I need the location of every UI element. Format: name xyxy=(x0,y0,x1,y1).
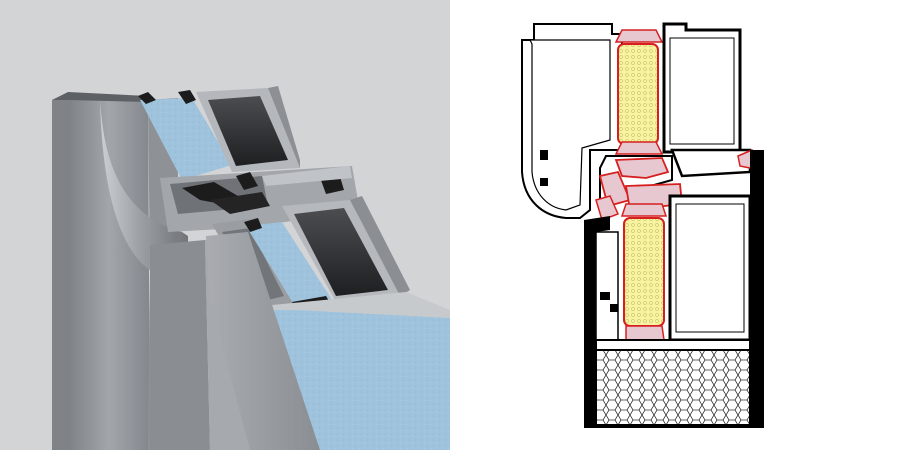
upper-right-cavity xyxy=(669,37,735,145)
thermal-break-upper xyxy=(614,157,670,179)
transom-gasket-2 xyxy=(210,192,270,214)
render-panel xyxy=(0,0,450,450)
frame-post xyxy=(150,240,210,450)
frame-front-face xyxy=(68,96,150,450)
lower-gasket-top xyxy=(620,203,668,217)
lower-left-cavity xyxy=(595,231,619,341)
frame-left-edge xyxy=(52,96,68,450)
lower-insulation-core xyxy=(623,217,665,327)
cutaway-render xyxy=(0,0,450,450)
sash-notch-1 xyxy=(600,292,610,300)
upper-profile-side xyxy=(268,86,300,168)
lower-gasket-bottom xyxy=(625,325,665,341)
upper-gasket-left xyxy=(138,92,156,104)
frame-top-cut xyxy=(52,92,148,102)
transom-right-post xyxy=(750,150,764,190)
upper-profile-cavity xyxy=(208,96,288,166)
bottom-edge xyxy=(584,424,764,428)
honeycomb-core xyxy=(595,349,751,427)
upper-gasket-right xyxy=(178,90,196,104)
transom-top-face xyxy=(262,166,352,186)
lower-right-profile-side xyxy=(350,196,410,296)
upper-gasket-top xyxy=(614,29,664,43)
outer-frame-inner-wall xyxy=(529,39,611,211)
cross-section-drawing xyxy=(450,0,900,450)
upper-gasket-bottom xyxy=(614,141,664,155)
frame-notch-2 xyxy=(540,178,548,186)
upper-insulation-panel xyxy=(140,98,232,180)
transom-right xyxy=(670,148,752,178)
upper-insulation-core xyxy=(617,43,659,145)
lower-right-profile-cavity xyxy=(294,208,388,296)
lower-gasket-left xyxy=(244,218,262,232)
section-panel xyxy=(450,0,900,450)
lower-insulation-panel xyxy=(246,222,332,308)
lower-right-cavity xyxy=(675,203,745,333)
outer-right-wall xyxy=(750,190,764,426)
bottom-rail-top xyxy=(595,339,751,351)
lower-left-profile xyxy=(584,216,610,424)
frame-notch-1 xyxy=(540,150,548,160)
corner-gasket xyxy=(595,195,620,221)
transom-gasket-3 xyxy=(236,172,258,190)
sash-notch-2 xyxy=(610,304,618,312)
sash-left-plate xyxy=(206,232,320,450)
